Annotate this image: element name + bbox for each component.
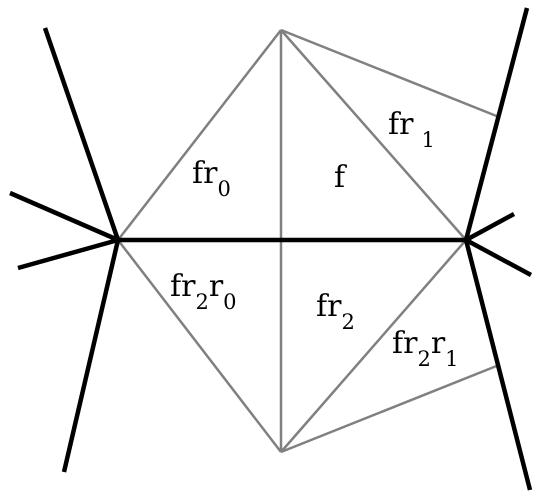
edge-top-to-upper-right [280,28,500,119]
edge-left-spoke-upper [9,190,119,243]
edge-right-lower [463,239,533,491]
edge-left-top [117,29,282,241]
edge-top-right-diagonal [280,29,467,241]
label-f: f [334,160,347,195]
label-fr2r0: fr2r0 [170,269,237,314]
edge-right-spoke-upper [464,212,516,242]
edge-left-bottom [117,239,282,453]
label-fr2: fr2 [316,289,355,334]
edge-left-upper [42,27,121,241]
label-fr2r1: fr2r1 [392,326,459,371]
label-fr0: fr0 [192,156,231,201]
edge-right-upper [463,7,530,241]
edge-left-spoke-lower [17,237,119,271]
thick-edges [9,7,533,491]
edge-right-spoke-lower [464,238,533,277]
edge-bottom-to-lower-right [280,363,500,454]
edge-left-lower [61,239,121,473]
edge-bottom-right-diagonal [280,239,467,453]
